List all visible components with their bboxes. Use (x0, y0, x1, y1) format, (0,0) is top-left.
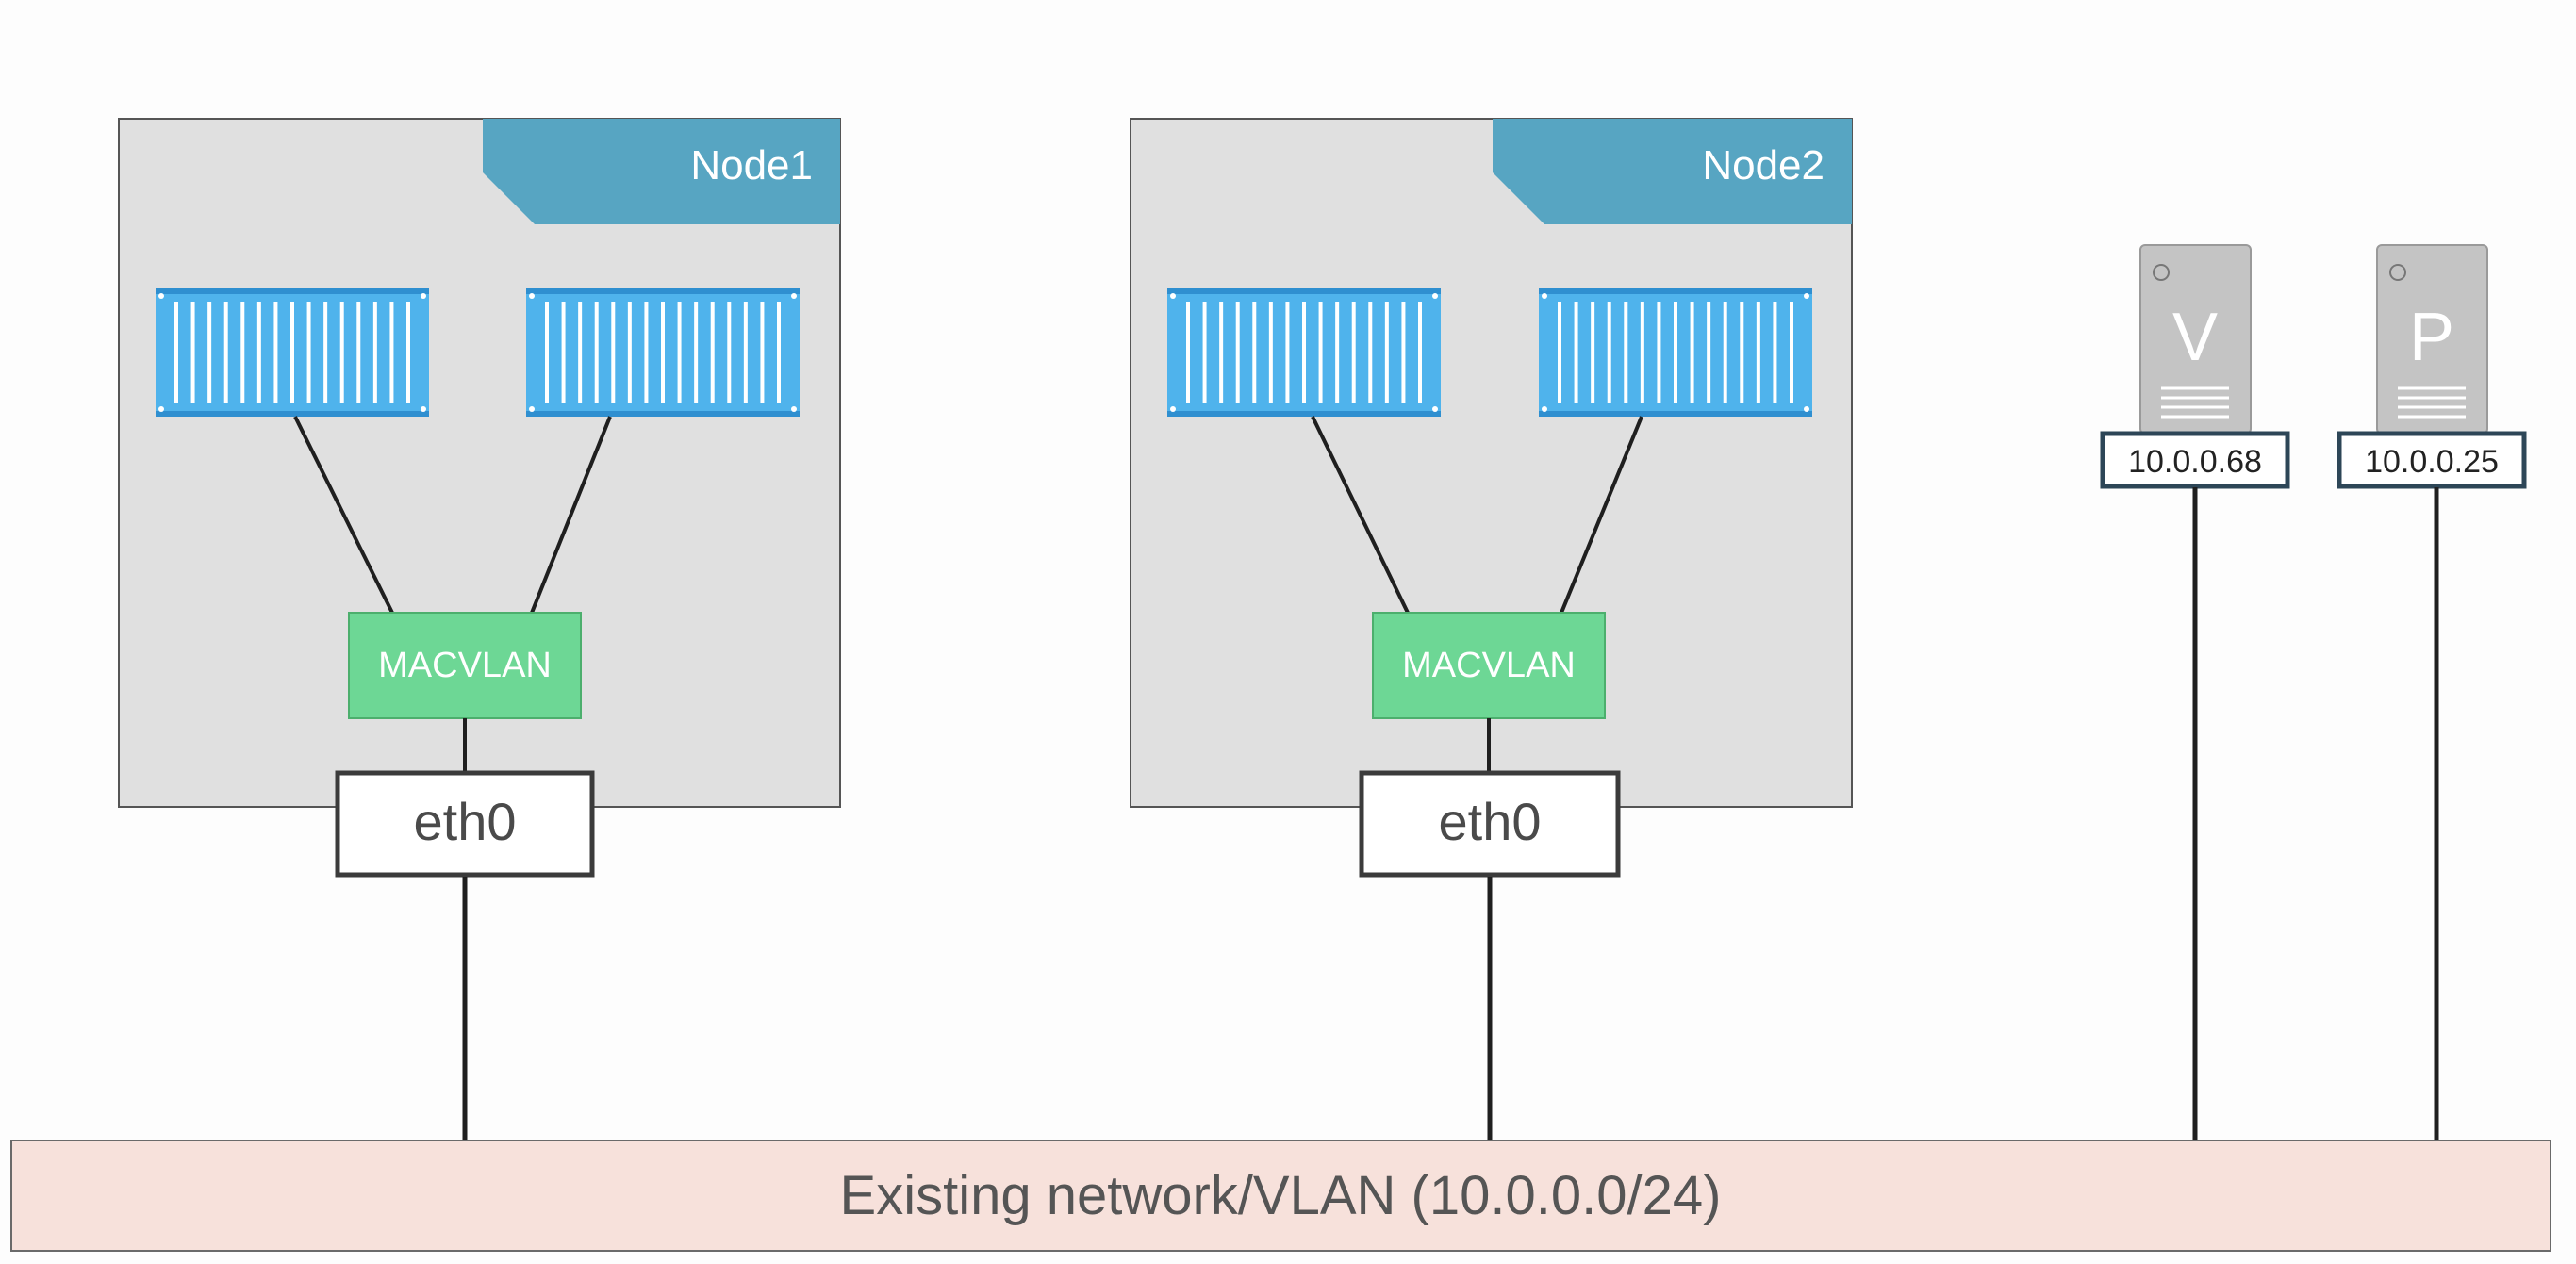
container-corner (1804, 406, 1809, 412)
network-band-label: Existing network/VLAN (10.0.0.0/24) (840, 1165, 1722, 1226)
eth0-label: eth0 (414, 792, 517, 851)
container-corner (529, 293, 535, 299)
container-corner (158, 406, 164, 412)
container-rail (1167, 288, 1441, 294)
node-2-label: Node2 (1702, 142, 1825, 189)
server-v-ip-box (2100, 431, 2290, 489)
macvlan-box (348, 612, 582, 719)
container-icon (526, 288, 800, 417)
server-p-letter: P (2409, 300, 2454, 375)
container-icon (1539, 288, 1812, 417)
container-link (293, 416, 394, 614)
server-v-ip: 10.0.0.68 (2128, 444, 2262, 480)
eth0-box (335, 770, 595, 878)
container-rail (1539, 411, 1812, 417)
eth0-box (1359, 770, 1621, 878)
container-corner (791, 406, 797, 412)
server-p: P 10.0.0.25 (2337, 244, 2527, 1141)
container-corner (1542, 293, 1547, 299)
container-link (530, 416, 612, 614)
server-led-icon (2389, 264, 2406, 281)
server-v: V 10.0.0.68 (2100, 244, 2290, 1141)
network-band: Existing network/VLAN (10.0.0.0/24) (10, 1140, 2551, 1252)
container-corner (791, 293, 797, 299)
container-corner (1170, 293, 1176, 299)
container-rail (526, 411, 800, 417)
container-rail (156, 411, 429, 417)
server-led-icon (2153, 264, 2170, 281)
container-rail (156, 288, 429, 294)
container-corner (1542, 406, 1547, 412)
container-corner (421, 406, 426, 412)
container-corner (1432, 293, 1438, 299)
node-1-label: Node1 (690, 142, 813, 189)
container-corner (529, 406, 535, 412)
container-corner (421, 293, 426, 299)
macvlan-label: MACVLAN (378, 646, 552, 685)
container-icon (156, 288, 429, 417)
node-2: Node2 MACVLAN eth0 (1130, 118, 1853, 1141)
container-rail (1539, 288, 1812, 294)
container-corner (1804, 293, 1809, 299)
server-v-letter: V (2172, 300, 2218, 375)
node-1: Node1 MACVLAN eth0 (118, 118, 841, 1141)
container-link (1560, 416, 1643, 614)
container-rail (1167, 411, 1441, 417)
network-band-box (10, 1140, 2551, 1252)
container-rail (526, 288, 800, 294)
container-link (1311, 416, 1410, 614)
container-corner (1170, 406, 1176, 412)
server-p-ip-box (2337, 431, 2527, 489)
container-icon (1167, 288, 1441, 417)
macvlan-label: MACVLAN (1402, 646, 1576, 685)
server-p-ip: 10.0.0.25 (2365, 444, 2499, 480)
node-2-tab (1493, 119, 1852, 224)
eth0-label: eth0 (1439, 792, 1542, 851)
container-corner (1432, 406, 1438, 412)
node-1-tab (483, 119, 840, 224)
container-corner (158, 293, 164, 299)
